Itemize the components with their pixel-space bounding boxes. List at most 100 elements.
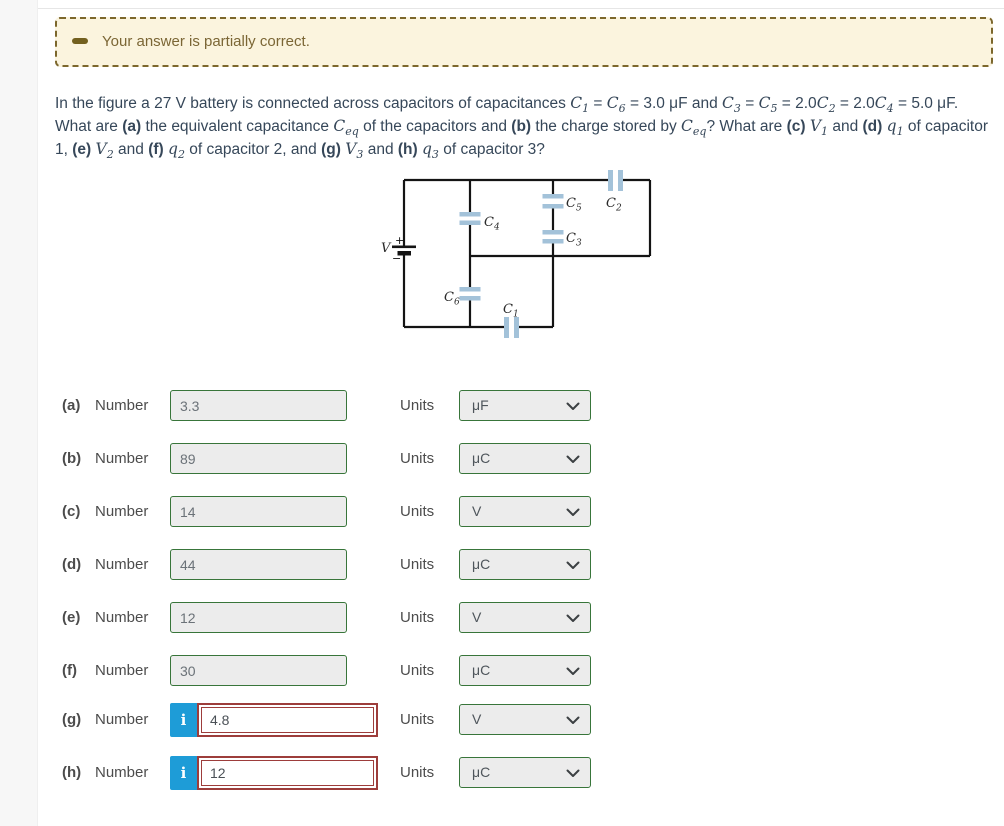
info-icon[interactable]: i <box>170 703 197 737</box>
number-label: Number <box>95 601 148 634</box>
units-select[interactable]: μC <box>459 443 591 474</box>
capacitor-label-c3: C3 <box>566 231 582 249</box>
problem-text-segment: and <box>828 118 862 135</box>
number-label: Number <box>95 389 148 422</box>
circuit-figure: + − V C4 C5 C3 C6 C2 C1 <box>375 150 675 350</box>
units-label: Units <box>400 756 434 789</box>
incorrect-answer-box-inner <box>201 707 374 733</box>
problem-text-segment: = 3.0 μF and <box>626 95 722 112</box>
capacitor-label-c5: C5 <box>566 196 582 214</box>
incorrect-answer-box-inner <box>201 760 374 786</box>
answer-input[interactable] <box>170 443 347 474</box>
capacitor-c3 <box>543 230 564 244</box>
problem-text-segment <box>882 118 886 135</box>
units-label: Units <box>400 703 434 736</box>
problem-part-label: (f) <box>148 141 164 158</box>
problem-text-segment: C3 <box>722 94 741 112</box>
units-select[interactable]: μC <box>459 549 591 580</box>
problem-text-segment: C6 <box>607 94 626 112</box>
number-label: Number <box>95 756 148 789</box>
problem-text-segment: Ceq <box>333 117 358 135</box>
problem-text-segment: = <box>589 95 607 112</box>
chevron-down-icon <box>566 561 580 570</box>
problem-part-label: (a) <box>122 118 141 135</box>
problem-text-segment: Ceq <box>681 117 706 135</box>
answer-row-d: (d) Number Units μC <box>0 548 1004 583</box>
capacitor-c1 <box>504 317 519 338</box>
problem-part-label: (c) <box>787 118 806 135</box>
chevron-down-icon <box>566 455 580 464</box>
number-label: Number <box>95 442 148 475</box>
problem-text-segment: of capacitor 2, and <box>185 141 321 158</box>
problem-text-segment: the equivalent capacitance <box>141 118 333 135</box>
selected-unit: μC <box>472 444 490 473</box>
number-label: Number <box>95 495 148 528</box>
answer-input[interactable] <box>170 390 347 421</box>
answer-key: (a) <box>62 389 80 422</box>
selected-unit: μC <box>472 550 490 579</box>
selected-unit: μF <box>472 391 489 420</box>
partial-credit-dash-icon <box>72 38 88 44</box>
problem-part-label: (d) <box>863 118 883 135</box>
problem-text-segment <box>91 141 95 158</box>
chevron-down-icon <box>566 716 580 725</box>
problem-text-segment: C4 <box>875 94 894 112</box>
units-select[interactable]: μC <box>459 655 591 686</box>
battery-minus-sign: − <box>392 252 401 265</box>
answer-input[interactable] <box>170 655 347 686</box>
problem-text-segment: q2 <box>168 140 185 158</box>
units-select[interactable]: V <box>459 704 591 735</box>
chevron-down-icon <box>566 614 580 623</box>
answer-input[interactable] <box>170 602 347 633</box>
problem-text-segment: ? What are <box>706 118 786 135</box>
selected-unit: V <box>472 603 481 632</box>
answer-key: (h) <box>62 756 81 789</box>
info-icon[interactable]: i <box>170 756 197 790</box>
problem-text-segment: V2 <box>96 140 114 158</box>
problem-part-label: (b) <box>511 118 531 135</box>
top-divider <box>38 8 1004 9</box>
answer-input[interactable] <box>170 496 347 527</box>
feedback-banner: Your answer is partially correct. <box>55 17 993 67</box>
problem-part-label: (e) <box>72 141 91 158</box>
problem-text-segment: In the figure a 27 V battery is connecte… <box>55 95 570 112</box>
capacitor-c5 <box>543 194 564 209</box>
problem-text-segment: of the capacitors and <box>359 118 512 135</box>
units-select[interactable]: V <box>459 496 591 527</box>
answer-row-g: (g)NumberiUnitsV <box>0 703 1004 738</box>
capacitor-label-c1: C1 <box>503 302 519 320</box>
answer-row-e: (e)NumberUnitsV <box>0 601 1004 636</box>
selected-unit: V <box>472 705 481 734</box>
units-select[interactable]: V <box>459 602 591 633</box>
problem-text-segment: V3 <box>345 140 363 158</box>
selected-unit: μC <box>472 656 490 685</box>
units-select[interactable]: μC <box>459 757 591 788</box>
capacitor-c6 <box>460 287 481 301</box>
answer-input[interactable] <box>170 549 347 580</box>
number-label: Number <box>95 548 148 581</box>
answer-row-b: (b)NumberUnitsμC <box>0 442 1004 477</box>
answer-key: (d) <box>62 548 81 581</box>
capacitor-c4 <box>460 212 481 225</box>
problem-text-segment: C1 <box>570 94 589 112</box>
problem-text-segment: = 2.0 <box>777 95 816 112</box>
figure-labels: V C4 C5 C3 C6 C2 C1 <box>381 196 622 320</box>
problem-text-segment: C5 <box>759 94 778 112</box>
answer-input[interactable] <box>202 761 373 785</box>
answer-key: (e) <box>62 601 80 634</box>
answer-row-a: (a) Number Units μF <box>0 389 1004 424</box>
problem-text-segment: = <box>741 95 759 112</box>
capacitor-c2 <box>608 170 623 191</box>
number-label: Number <box>95 703 148 736</box>
capacitor-label-c6: C6 <box>444 290 460 308</box>
units-label: Units <box>400 654 434 687</box>
number-label: Number <box>95 654 148 687</box>
units-label: Units <box>400 548 434 581</box>
units-select[interactable]: μF <box>459 390 591 421</box>
capacitor-label-c2: C2 <box>606 196 622 214</box>
answer-input[interactable] <box>202 708 373 732</box>
units-label: Units <box>400 389 434 422</box>
selected-unit: μC <box>472 758 490 787</box>
answer-key: (f) <box>62 654 77 687</box>
incorrect-answer-box <box>197 703 378 737</box>
